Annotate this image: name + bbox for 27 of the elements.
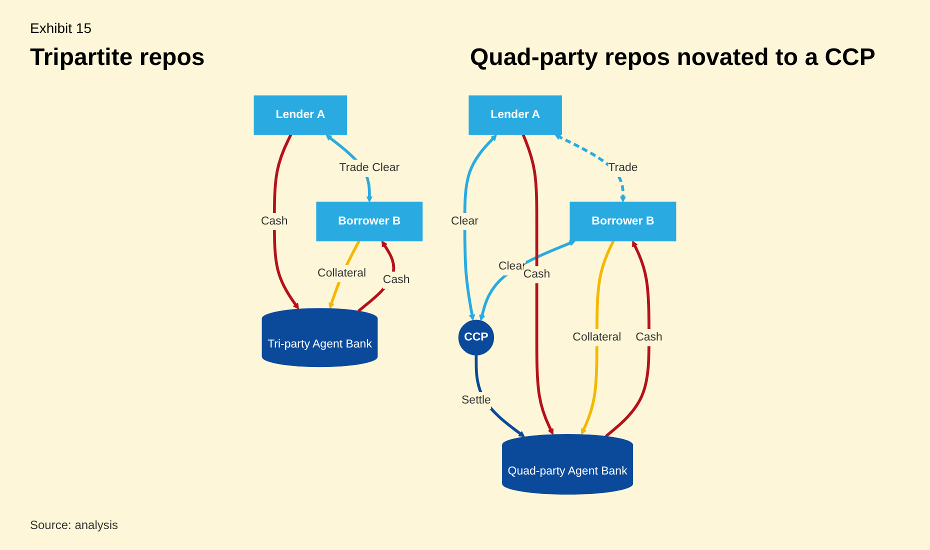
node-box bbox=[468, 95, 562, 135]
edge-label: Cash bbox=[636, 331, 662, 344]
edge-label: Collateral bbox=[318, 267, 366, 280]
edge-label: Cash bbox=[260, 215, 288, 228]
node-box bbox=[254, 95, 348, 135]
flow-diagram: Trade Clear Cash Cash Collateral Trade Clear Clear Settle Cash Collateral Cash Lender A Borrower B Tri-party Agent Bank Lender A Borrower B CCP Quad-party Agent Bank bbox=[20, 90, 910, 500]
panel-heading: Quad-party repos novated to a CCP bbox=[470, 44, 876, 72]
edge-label: Collateral bbox=[572, 331, 622, 344]
arrow bbox=[522, 134, 554, 435]
panel-heading: Tripartite repos bbox=[30, 44, 205, 72]
arrow bbox=[604, 240, 650, 438]
node-box bbox=[316, 202, 423, 242]
source-note: Source: analysis bbox=[30, 518, 118, 532]
edge-label: Settle bbox=[462, 394, 491, 406]
node-box bbox=[570, 202, 676, 242]
edge-label: Clear bbox=[451, 215, 479, 228]
node-circle bbox=[458, 320, 494, 356]
arrow bbox=[580, 240, 615, 435]
exhibit-number: Exhibit 15 bbox=[30, 20, 92, 36]
arrow bbox=[272, 134, 300, 310]
edge-label: Trade Clear bbox=[339, 162, 400, 174]
arrow bbox=[554, 134, 626, 202]
edge-label: Cash bbox=[382, 274, 410, 286]
edge-label: Cash bbox=[523, 268, 550, 280]
edge-label: Trade bbox=[608, 162, 638, 174]
arrow bbox=[479, 240, 576, 321]
arrow bbox=[463, 134, 497, 321]
